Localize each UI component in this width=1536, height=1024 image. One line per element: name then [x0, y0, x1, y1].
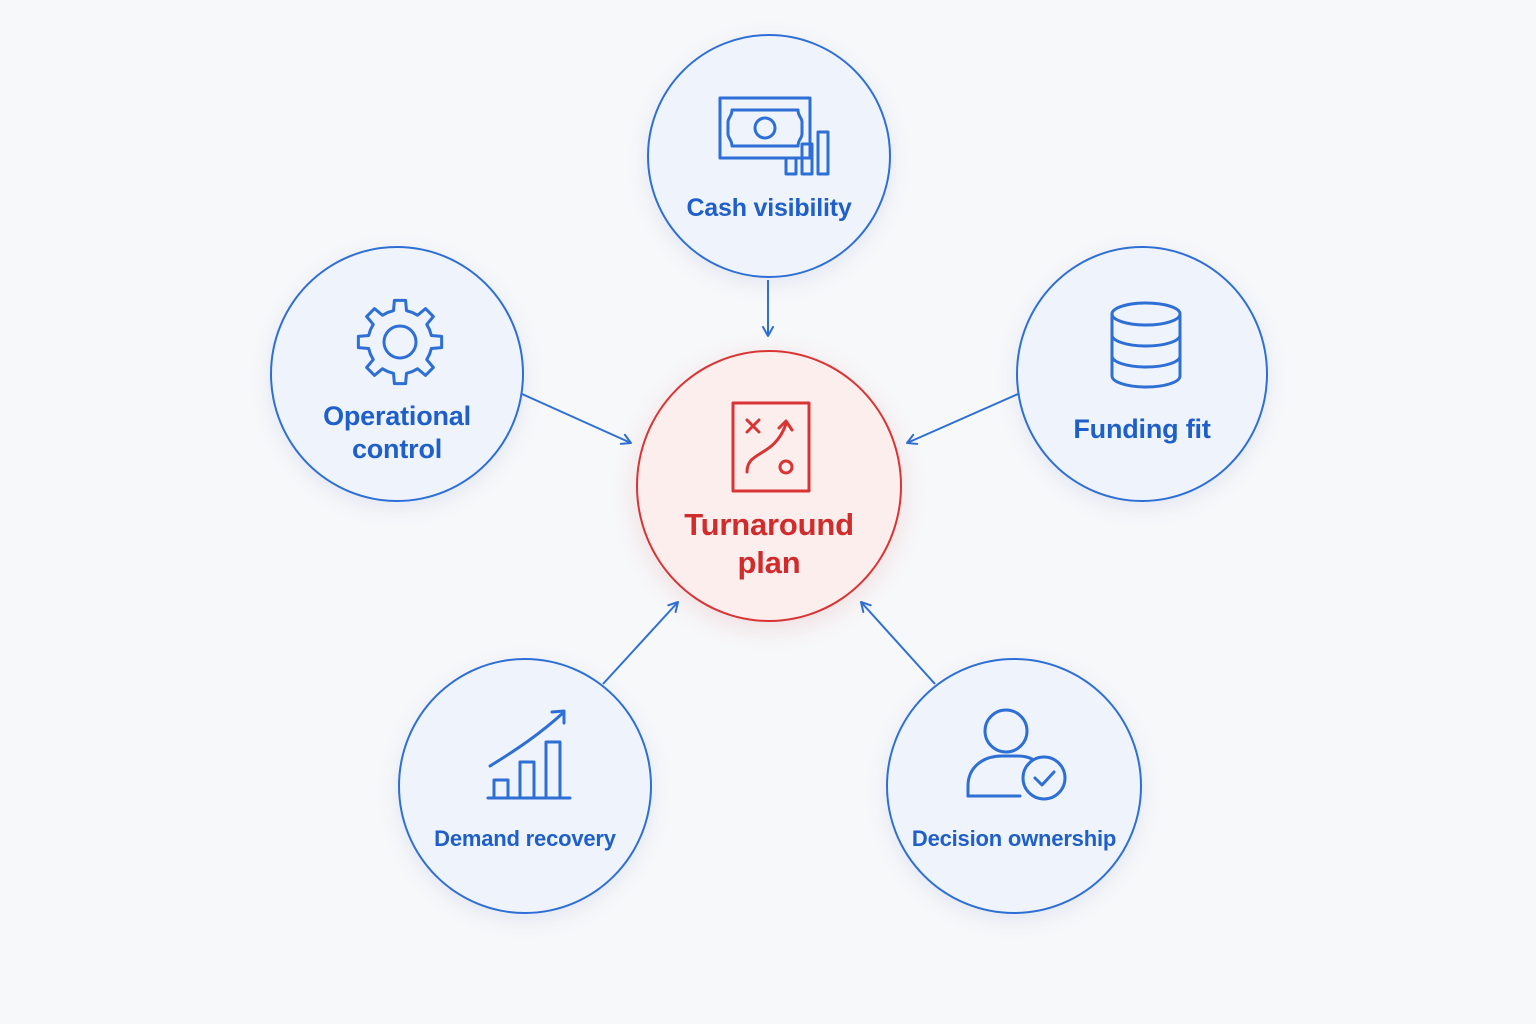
node-demand-recovery: Demand recovery: [398, 658, 652, 914]
user-check-icon: [966, 708, 1067, 801]
node-label: Operational control: [323, 401, 471, 464]
node-cash-visibility: Cash visibility: [647, 34, 891, 278]
growth-chart-icon: [486, 709, 572, 800]
node-funding-fit: Funding fit: [1016, 246, 1268, 502]
node-label: Turnaround plan: [684, 507, 854, 580]
arrow-operational-to-plan: [521, 393, 632, 445]
arrow-funding-to-plan: [906, 393, 1019, 445]
node-label: Demand recovery: [434, 826, 616, 851]
gear-icon: [356, 298, 444, 386]
database-icon: [1110, 301, 1182, 389]
node-turnaround-plan: Turnaround plan: [636, 350, 902, 622]
node-label: Cash visibility: [686, 194, 852, 222]
node-label: Funding fit: [1073, 414, 1211, 444]
arrow-decision-to-plan: [860, 601, 936, 685]
node-label: Decision ownership: [911, 826, 1117, 851]
node-operational-control: Operational control: [270, 246, 524, 502]
cash-chart-icon: [718, 96, 830, 176]
arrow-demand-to-plan: [602, 601, 679, 685]
node-decision-ownership: Decision ownership: [886, 658, 1142, 914]
strategy-board-icon: [731, 401, 811, 493]
